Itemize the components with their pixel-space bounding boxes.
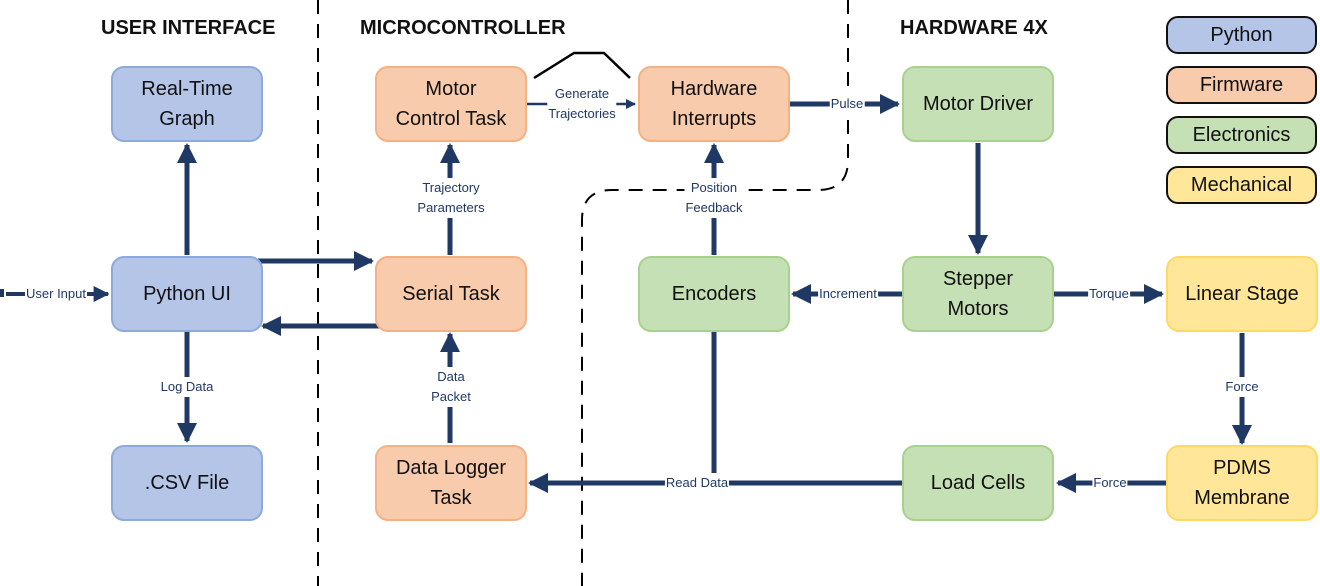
section-title-user-interface: USER INTERFACE xyxy=(101,17,276,39)
section-title-hardware: HARDWARE 4X xyxy=(900,17,1048,39)
node-load-cells: Load Cells xyxy=(902,445,1054,521)
node-motor-control-task: Motor Control Task xyxy=(375,66,527,142)
legend-firmware: Firmware xyxy=(1166,66,1317,104)
edge-label-increment: Increment xyxy=(818,284,878,304)
edge-label-force-cells: Force xyxy=(1092,473,1128,493)
node-linear-stage: Linear Stage xyxy=(1166,256,1318,332)
divider-mcu-hw xyxy=(581,0,849,586)
node-motor-driver: Motor Driver xyxy=(902,66,1054,142)
edge-label-generate-trajectories: Generate Trajectories xyxy=(547,84,617,124)
node-python-ui: Python UI xyxy=(111,256,263,332)
node-pdms-membrane: PDMS Membrane xyxy=(1166,445,1318,521)
edge-label-torque: Torque xyxy=(1088,284,1130,304)
edge-label-read-data: Read Data xyxy=(664,473,730,493)
node-encoders: Encoders xyxy=(638,256,790,332)
section-title-microcontroller: MICROCONTROLLER xyxy=(360,17,566,39)
legend-python: Python xyxy=(1166,16,1317,54)
node-stepper-motors: Stepper Motors xyxy=(902,256,1054,332)
node-serial-task: Serial Task xyxy=(375,256,527,332)
edge-label-user-input: User Input xyxy=(25,284,87,304)
bracket-generate-trajectories xyxy=(533,51,631,80)
edge-label-position-feedback: Position Feedback xyxy=(684,178,744,218)
legend-electronics: Electronics xyxy=(1166,116,1317,154)
node-hardware-interrupts: Hardware Interrupts xyxy=(638,66,790,142)
edge-label-pulse: Pulse xyxy=(829,94,865,114)
node-csv-file: .CSV File xyxy=(111,445,263,521)
edge-label-data-packet: Data Packet xyxy=(430,367,472,407)
edge-label-log-data: Log Data xyxy=(159,377,215,397)
legend-mechanical: Mechanical xyxy=(1166,166,1317,204)
node-realtime-graph: Real-Time Graph xyxy=(111,66,263,142)
edge-label-trajectory-parameters: Trajectory Parameters xyxy=(416,178,486,218)
node-data-logger-task: Data Logger Task xyxy=(375,445,527,521)
edge-label-force-stage: Force xyxy=(1224,377,1260,397)
